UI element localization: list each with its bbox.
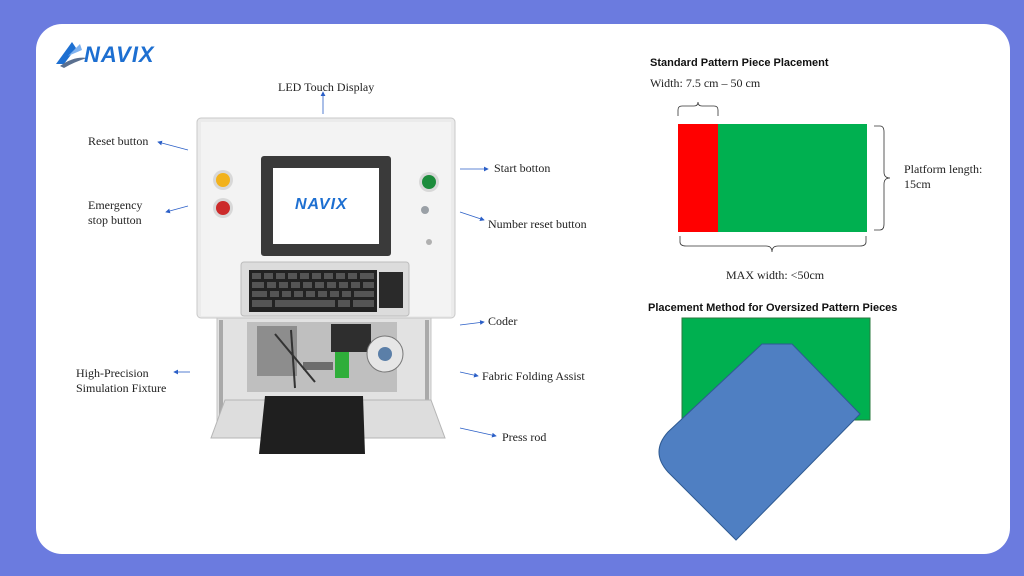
label-reset-button: Reset button bbox=[88, 134, 149, 148]
width-brace bbox=[677, 101, 719, 116]
label-number-reset: Number reset button bbox=[488, 217, 587, 231]
oversized-pattern-piece bbox=[658, 343, 861, 541]
length-brace bbox=[874, 125, 891, 231]
label-led-display: LED Touch Display bbox=[278, 80, 375, 94]
width-range-label: Width: 7.5 cm – 50 cm bbox=[650, 76, 761, 90]
max-width-label: MAX width: <50cm bbox=[726, 268, 825, 282]
machine-illustration: NAVIX bbox=[195, 112, 457, 456]
led-display-screen bbox=[273, 168, 379, 244]
label-fabric-folding: Fabric Folding Assist bbox=[482, 369, 585, 383]
label-press-rod: Press rod bbox=[502, 430, 547, 444]
number-reset-button bbox=[421, 206, 429, 214]
label-fixture: High-Precision Simulation Fixture bbox=[76, 366, 167, 395]
label-start-button: Start botton bbox=[494, 161, 551, 175]
arrow-reset bbox=[157, 140, 189, 151]
arrow-number-reset bbox=[459, 211, 485, 222]
fabric-sample bbox=[259, 396, 365, 454]
screen-logo-text: NAVIX bbox=[295, 196, 348, 213]
trackpad bbox=[379, 272, 403, 308]
navix-swoosh-icon bbox=[56, 42, 87, 68]
arrow-fabric bbox=[459, 371, 479, 378]
arrow-press-rod bbox=[459, 427, 497, 438]
arrow-coder bbox=[459, 320, 485, 326]
coder bbox=[331, 324, 371, 352]
label-coder: Coder bbox=[488, 314, 518, 328]
navix-logo-text: NAVIX bbox=[84, 42, 155, 67]
standard-placement-title: Standard Pattern Piece Placement bbox=[650, 57, 829, 69]
arrow-emergency bbox=[165, 205, 189, 214]
pattern-piece-red bbox=[678, 124, 718, 232]
oversized-placement-title: Placement Method for Oversized Pattern P… bbox=[648, 302, 898, 314]
label-emergency-stop: Emergency stop button bbox=[88, 198, 143, 227]
max-width-brace bbox=[679, 236, 867, 253]
fabric-folding-assist bbox=[335, 352, 349, 378]
navix-logo: NAVIX bbox=[54, 38, 184, 70]
platform-length-label: Platform length: 15cm bbox=[904, 162, 983, 191]
